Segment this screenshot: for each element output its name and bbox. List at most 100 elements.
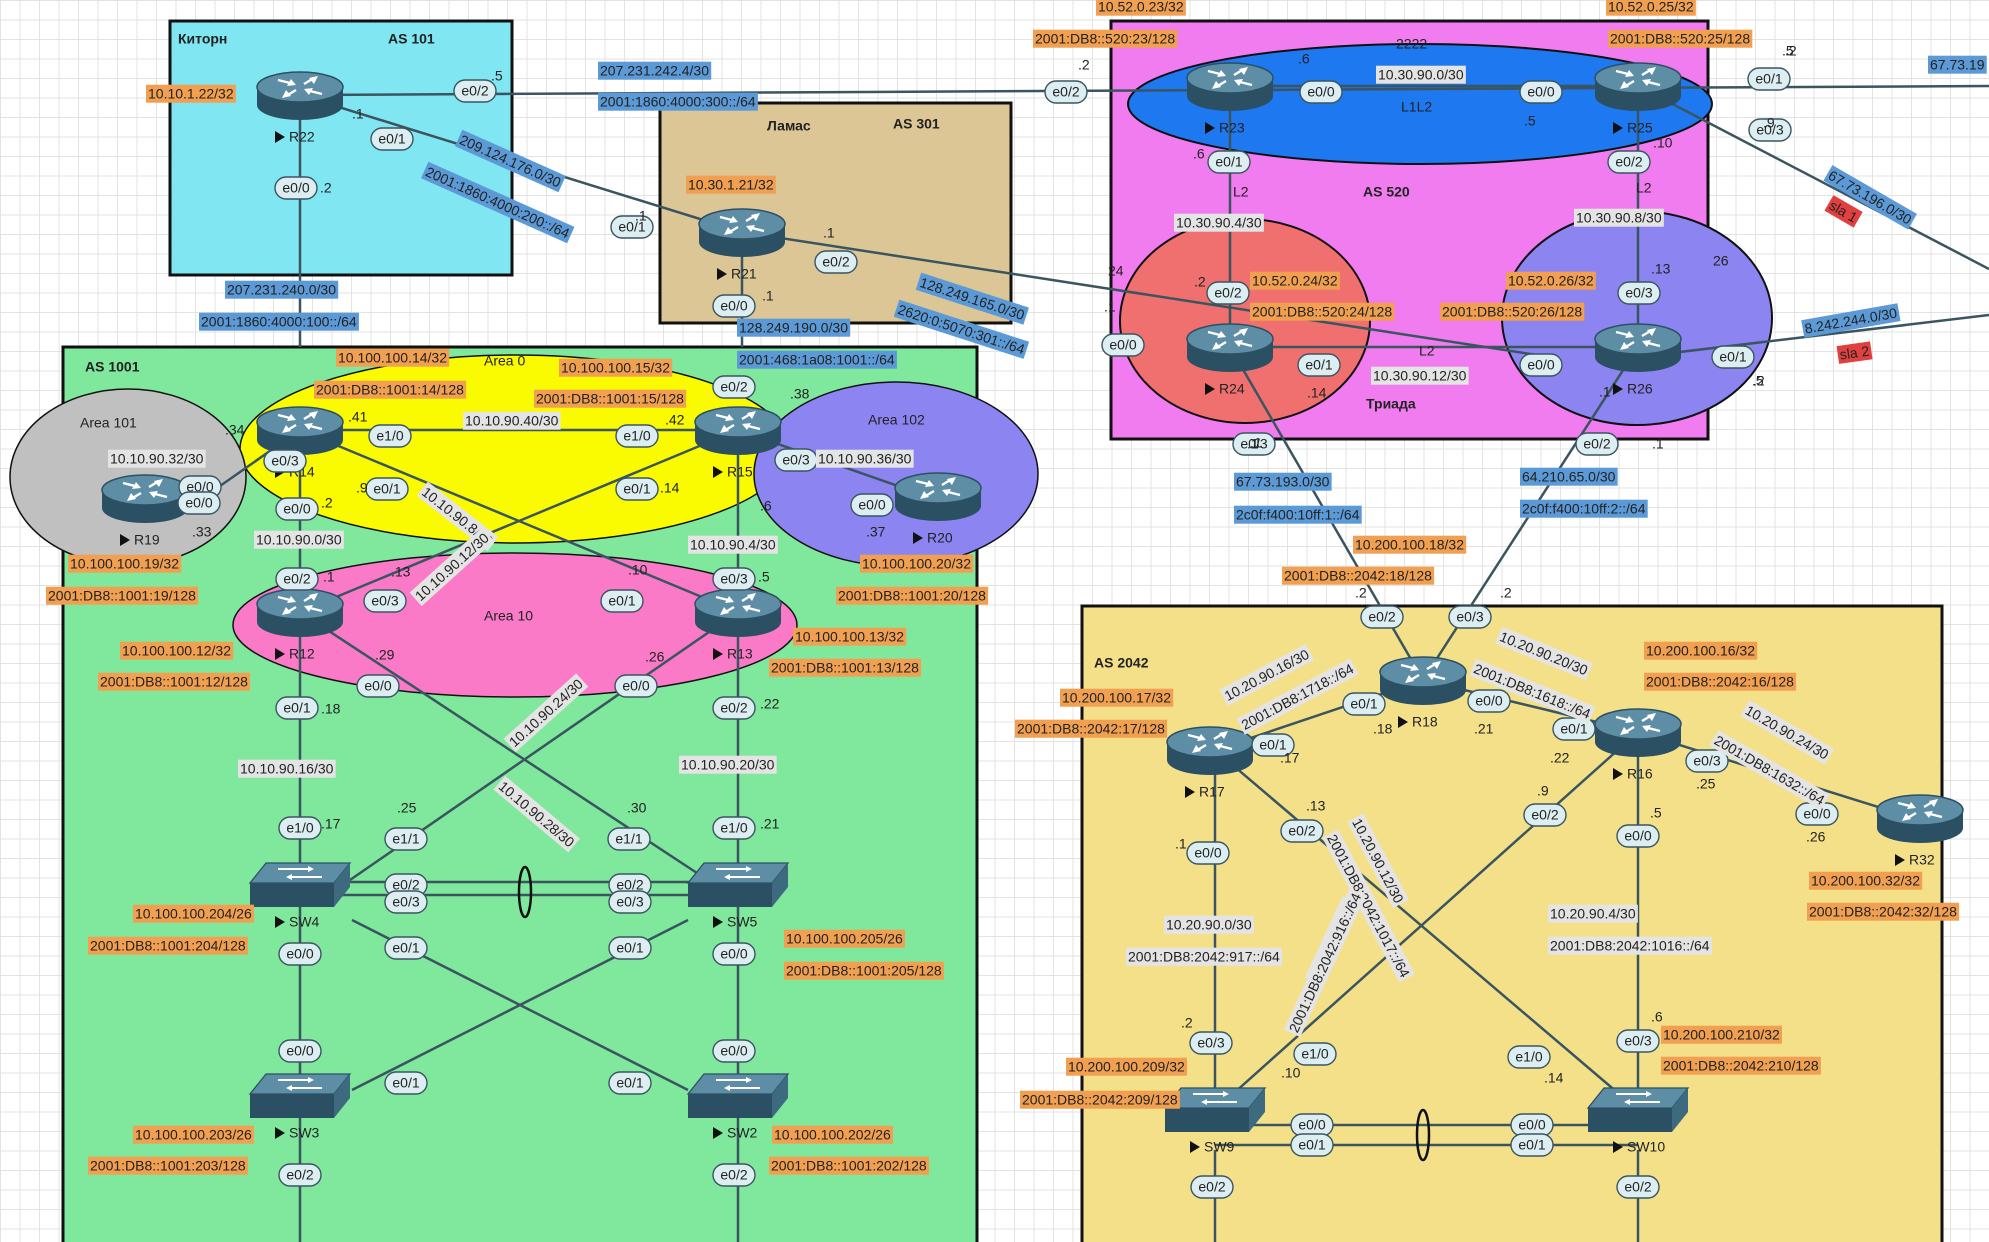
interface-port[interactable]: e0/1 <box>365 477 409 501</box>
router-R18[interactable]: R18 <box>1378 655 1468 730</box>
interface-port[interactable]: e0/2 <box>1280 819 1324 843</box>
interface-port[interactable]: e0/0 <box>278 1039 322 1063</box>
switch-SW4[interactable]: SW4 <box>249 862 351 930</box>
interface-port[interactable]: e0/0 <box>1519 353 1563 377</box>
interface-port[interactable]: e0/2 <box>1575 432 1619 456</box>
interface-port[interactable]: e0/1 <box>1747 67 1791 91</box>
switch-SW2[interactable]: SW2 <box>687 1073 789 1141</box>
interface-port[interactable]: e0/3 <box>1617 281 1661 305</box>
interface-port[interactable]: e0/1 <box>1290 1133 1334 1157</box>
router-R24[interactable]: R24 <box>1185 322 1275 397</box>
switch-SW3[interactable]: SW3 <box>249 1073 351 1141</box>
interface-port[interactable]: e0/3 <box>712 567 756 591</box>
interface-port[interactable]: e0/1 <box>615 477 659 501</box>
interface-port[interactable]: e0/2 <box>712 1163 756 1187</box>
interface-port[interactable]: e0/0 <box>850 493 894 517</box>
interface-port[interactable]: e0/3 <box>1685 749 1729 773</box>
interface-port[interactable]: e0/0 <box>274 176 318 200</box>
interface-port[interactable]: e0/2 <box>453 79 497 103</box>
interface-port[interactable]: e0/0 <box>1101 333 1145 357</box>
interface-port[interactable]: e0/1 <box>275 696 319 720</box>
interface-port[interactable]: e0/1 <box>608 1071 652 1095</box>
interface-port[interactable]: e0/2 <box>712 375 756 399</box>
router-R26[interactable]: R26 <box>1593 322 1683 397</box>
interface-port[interactable]: e0/1 <box>1342 692 1386 716</box>
interface-port[interactable]: e0/3 <box>774 448 818 472</box>
router-R15[interactable]: R15 <box>693 405 783 480</box>
interface-port[interactable]: e0/1 <box>1207 150 1251 174</box>
interface-port[interactable]: e0/2 <box>814 250 858 274</box>
interface-port[interactable]: e0/0 <box>356 674 400 698</box>
interface-port[interactable]: e0/2 <box>1206 281 1250 305</box>
router-R12[interactable]: R12 <box>255 587 345 662</box>
interface-port[interactable]: e0/3 <box>1616 1029 1660 1053</box>
interface-port[interactable]: e0/1 <box>384 936 428 960</box>
interface-port[interactable]: e1/1 <box>384 827 428 851</box>
interface-port[interactable]: e1/0 <box>1293 1042 1337 1066</box>
router-R23[interactable]: R23 <box>1185 61 1275 136</box>
switch-SW5[interactable]: SW5 <box>687 862 789 930</box>
interface-port[interactable]: e0/3 <box>1232 432 1276 456</box>
router-R25[interactable]: R25 <box>1593 61 1683 136</box>
interface-port[interactable]: e0/1 <box>1510 1133 1554 1157</box>
interface-port[interactable]: e0/1 <box>384 1071 428 1095</box>
interface-port[interactable]: e0/1 <box>1552 717 1596 741</box>
interface-port[interactable]: e0/2 <box>1523 803 1567 827</box>
interface-port[interactable]: e1/0 <box>1507 1045 1551 1069</box>
interface-port[interactable]: e0/0 <box>712 942 756 966</box>
router-R21[interactable]: R21 <box>697 207 787 282</box>
interface-port[interactable]: e0/2 <box>1360 605 1404 629</box>
switch-SW10[interactable]: SW10 <box>1587 1087 1689 1155</box>
interface-port[interactable]: e0/0 <box>275 497 319 521</box>
interface-port[interactable]: e0/0 <box>1510 1113 1554 1137</box>
interface-port[interactable]: e0/0 <box>1519 80 1563 104</box>
interface-port[interactable]: e0/2 <box>1607 150 1651 174</box>
interface-port[interactable]: e0/0 <box>712 1039 756 1063</box>
loopback-address: 10.30.1.21/32 <box>686 175 776 194</box>
interface-port[interactable]: e0/0 <box>278 942 322 966</box>
interface-port[interactable]: e0/1 <box>370 127 414 151</box>
router-R19[interactable]: R19 <box>100 473 190 548</box>
interface-port[interactable]: e0/3 <box>1748 118 1792 142</box>
interface-port[interactable]: e0/3 <box>384 890 428 914</box>
interface-port[interactable]: e0/3 <box>363 589 407 613</box>
interface-port[interactable]: e0/3 <box>1189 1031 1233 1055</box>
interface-port[interactable]: e1/0 <box>368 424 412 448</box>
router-R13[interactable]: R13 <box>693 587 783 662</box>
router-R20[interactable]: R20 <box>893 471 983 546</box>
interface-port[interactable]: e1/0 <box>278 816 322 840</box>
interface-port[interactable]: e0/1 <box>1297 353 1341 377</box>
interface-port[interactable]: e0/2 <box>1190 1175 1234 1199</box>
interface-port[interactable]: e0/0 <box>712 294 756 318</box>
router-R32[interactable]: R32 <box>1875 793 1965 868</box>
switch-SW9[interactable]: SW9 <box>1164 1087 1266 1155</box>
interface-port[interactable]: e1/0 <box>712 816 756 840</box>
router-R22[interactable]: R22 <box>255 70 345 145</box>
interface-port[interactable]: e0/2 <box>278 1163 322 1187</box>
svg-text:e0/2: e0/2 <box>286 1167 313 1183</box>
interface-port[interactable]: e0/2 <box>1616 1175 1660 1199</box>
interface-port[interactable]: e0/1 <box>1711 345 1755 369</box>
interface-port[interactable]: e0/0 <box>1299 80 1343 104</box>
router-R17[interactable]: R17 <box>1165 725 1255 800</box>
interface-port[interactable]: e0/3 <box>263 449 307 473</box>
interface-port[interactable]: e0/1 <box>600 589 644 613</box>
interface-port[interactable]: e0/1 <box>1251 733 1295 757</box>
interface-port[interactable]: e0/0 <box>1186 841 1230 865</box>
interface-port[interactable]: e0/0 <box>177 491 221 515</box>
interface-port[interactable]: e0/2 <box>1044 80 1088 104</box>
play-icon <box>713 1127 723 1139</box>
interface-port[interactable]: e0/3 <box>608 890 652 914</box>
interface-port[interactable]: e0/0 <box>614 674 658 698</box>
interface-port[interactable]: e0/3 <box>1448 605 1492 629</box>
interface-port[interactable]: e0/2 <box>275 567 319 591</box>
interface-port[interactable]: e0/0 <box>1616 824 1660 848</box>
interface-port[interactable]: e0/2 <box>712 696 756 720</box>
router-R16[interactable]: R16 <box>1593 707 1683 782</box>
interface-port[interactable]: e0/1 <box>610 215 654 239</box>
interface-port[interactable]: e0/0 <box>1290 1113 1334 1137</box>
interface-port[interactable]: e0/0 <box>1467 689 1511 713</box>
interface-port[interactable]: e1/0 <box>615 424 659 448</box>
interface-port[interactable]: e1/1 <box>607 827 651 851</box>
interface-port[interactable]: e0/1 <box>608 936 652 960</box>
